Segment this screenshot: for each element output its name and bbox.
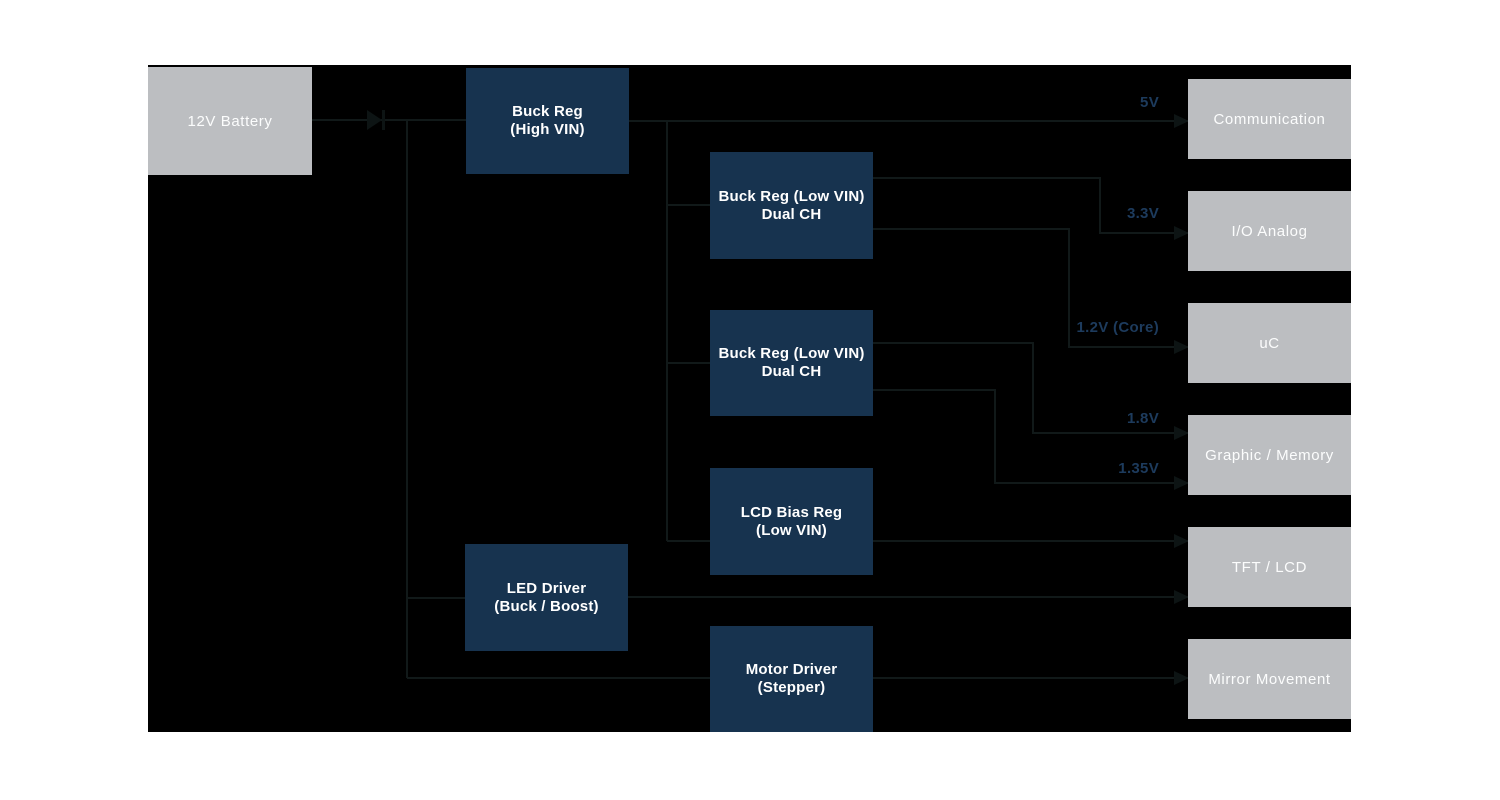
wire-3v3-to-io-analog [873, 177, 1188, 234]
led-driver-box: LED Driver (Buck / Boost) [465, 544, 628, 651]
battery-label: 12V Battery [187, 112, 273, 130]
diode-bar-icon [382, 110, 385, 130]
rail-1v35-label: 1.35V [1118, 460, 1159, 477]
load-communication-label: Communication [1213, 110, 1326, 128]
arrowhead-icon [1174, 671, 1189, 685]
arrowhead-icon [1174, 590, 1189, 604]
arrowhead-icon [1174, 476, 1189, 490]
led-driver-label-line2: (Buck / Boost) [494, 597, 599, 615]
load-uc-label: uC [1259, 334, 1280, 352]
lcd-bias-reg-box: LCD Bias Reg (Low VIN) [710, 468, 873, 575]
load-tft-lcd-box: TFT / LCD [1188, 527, 1351, 607]
rail-1v2-core-label: 1.2V (Core) [1076, 319, 1159, 336]
motor-driver-box: Motor Driver (Stepper) [710, 626, 873, 732]
load-graphic-memory-box: Graphic / Memory [1188, 415, 1351, 495]
load-mirror-movement-label: Mirror Movement [1208, 670, 1331, 688]
arrowhead-icon [1174, 226, 1189, 240]
motor-driver-label-line1: Motor Driver [745, 661, 838, 678]
arrowhead-icon [1174, 114, 1189, 128]
rail-3v3-label: 3.3V [1126, 205, 1159, 222]
load-mirror-movement-box: Mirror Movement [1188, 639, 1351, 719]
battery-box: 12V Battery [148, 67, 312, 175]
load-io-analog-label: I/O Analog [1231, 222, 1308, 240]
diode-icon [367, 110, 382, 130]
buck-reg-high-vin-label-line1: Buck Reg [512, 103, 583, 120]
buck-reg-low-vin-1-box: Buck Reg (Low VIN) Dual CH [710, 152, 873, 259]
buck-reg-high-vin-box: Buck Reg (High VIN) [466, 68, 629, 174]
buck-reg-high-vin-label-line2: (High VIN) [510, 121, 585, 138]
rail-5v-label: 5V [1140, 94, 1159, 111]
load-tft-lcd-label: TFT / LCD [1231, 558, 1308, 576]
lcd-bias-reg-label-line1: LCD Bias Reg [740, 503, 843, 521]
buck-reg-low-vin-1-label-line1: Buck Reg (Low VIN) [718, 187, 865, 205]
arrowhead-icon [1174, 340, 1189, 354]
load-uc-box: uC [1188, 303, 1351, 383]
wire-1v8-to-graphic-memory [873, 342, 1188, 434]
load-graphic-memory-label: Graphic / Memory [1205, 446, 1334, 464]
motor-driver-label-line2: (Stepper) [757, 679, 826, 696]
buck-reg-low-vin-1-label-line2: Dual CH [761, 205, 822, 223]
load-communication-box: Communication [1188, 79, 1351, 159]
buck-reg-low-vin-2-box: Buck Reg (Low VIN) Dual CH [710, 310, 873, 416]
arrowhead-icon [1174, 426, 1189, 440]
wire-1v35-to-graphic-memory [873, 389, 1188, 484]
connection-wires [312, 110, 1189, 685]
led-driver-label-line1: LED Driver [506, 579, 587, 597]
diagram-canvas: 12V Battery Buck Reg (High VIN) Buck Reg… [148, 65, 1351, 732]
lcd-bias-reg-label-line2: (Low VIN) [756, 521, 827, 539]
buck-reg-low-vin-2-label-line1: Buck Reg (Low VIN) [718, 345, 865, 362]
rail-1v8-label: 1.8V [1126, 410, 1159, 427]
buck-reg-low-vin-2-label-line2: Dual CH [761, 363, 822, 380]
arrowhead-icon [1174, 534, 1189, 548]
load-io-analog-box: I/O Analog [1188, 191, 1351, 271]
wire-1v2-to-uc [873, 228, 1188, 348]
